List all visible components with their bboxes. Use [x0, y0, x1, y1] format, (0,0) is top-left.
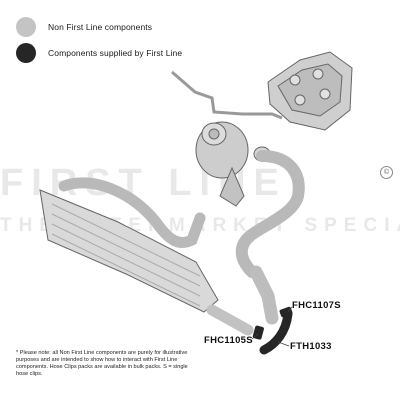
part-label-fhc1107s: FHC1107S: [292, 300, 341, 311]
legend: Non First Line components Components sup…: [16, 14, 182, 66]
part-label-fhc1105s: FHC1105S: [204, 335, 253, 346]
turbocharger: [195, 121, 271, 207]
black-swatch-icon: [16, 43, 36, 63]
copyright-mark: ©: [380, 166, 393, 179]
intake-manifold: [267, 51, 353, 131]
legend-item-first-line: Components supplied by First Line: [16, 40, 182, 66]
intercooler-inlet-pipe: [206, 304, 254, 336]
fth1033-hose: [259, 309, 293, 355]
leader-fhc1105s: [251, 333, 259, 340]
legend-label: Non First Line components: [48, 22, 153, 32]
part-label-fth1033: FTH1033: [290, 341, 332, 352]
intercooler-outlet-hose: [58, 177, 206, 249]
breather-pipe: [171, 70, 283, 120]
legend-item-non-first-line: Non First Line components: [16, 14, 182, 40]
turbo-outlet-hose: [235, 150, 305, 278]
legend-label: Components supplied by First Line: [48, 48, 183, 58]
leader-fhc1107s: [287, 306, 293, 313]
grey-swatch-icon: [16, 17, 36, 37]
footnote: * Please note: all Non First Line compon…: [16, 350, 188, 377]
intercooler: [39, 189, 219, 313]
lower-pipe: [249, 265, 279, 325]
fhc1105s-clip: [252, 325, 264, 340]
leader-fth1033: [277, 341, 290, 347]
fhc1107s-clip: [279, 306, 293, 318]
